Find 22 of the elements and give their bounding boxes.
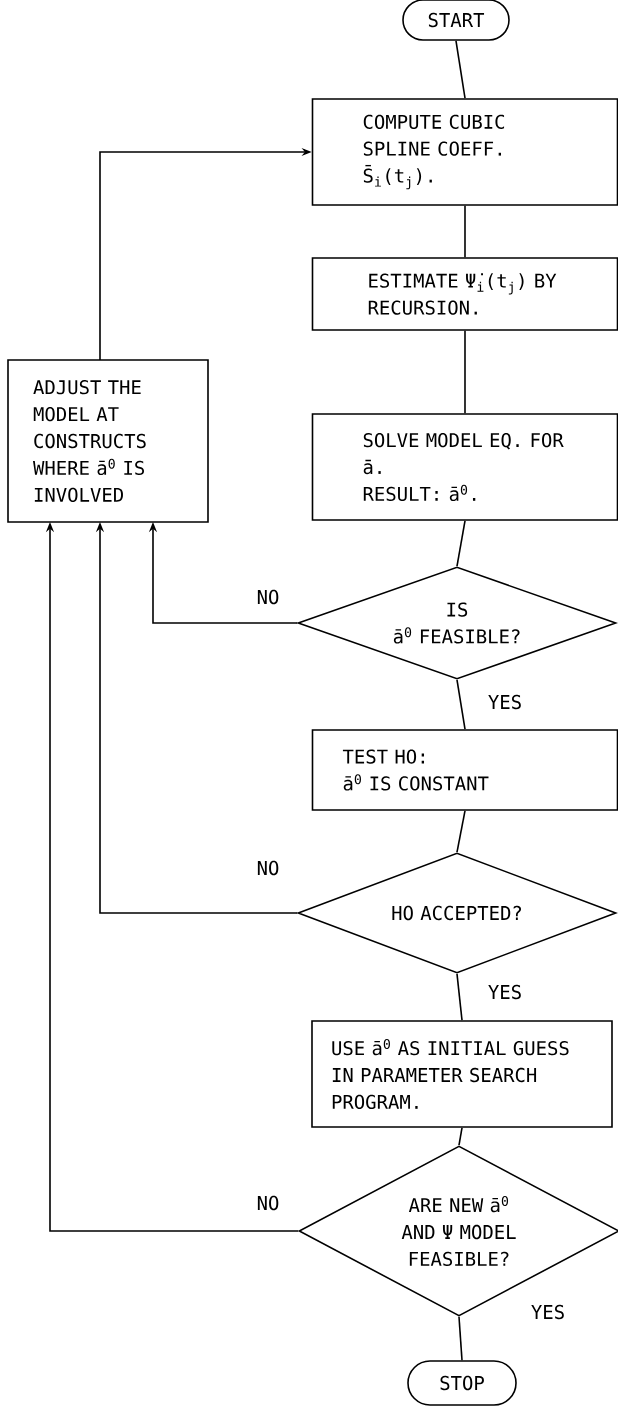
edge-label: YES (486, 983, 524, 1001)
connector-line (456, 973, 463, 1021)
process-box: ESTIMATE Ψ̇$_{i}$(t$_{j}$) BY RECURSION. (311, 257, 618, 331)
connector-line (464, 205, 466, 258)
process-box: USE ā$^{0}$ AS INITIAL GUESS IN PARAMETER SEARCH PROGRAM. (311, 1020, 613, 1128)
process-box: SOLVE MODEL EQ. FOR ā. RESULT: ā$^{0}$. (311, 413, 618, 521)
connector-line (455, 40, 466, 99)
connector-line (464, 330, 466, 414)
connector-line (456, 810, 466, 853)
start-terminal: START (402, 0, 510, 41)
process-box: TEST HO: ā$^{0}$ IS CONSTANT (311, 729, 618, 811)
stop-terminal: STOP (407, 1360, 517, 1406)
edge-label: YES (486, 693, 524, 711)
edge-label: NO (255, 1194, 281, 1212)
connector-line (456, 679, 466, 730)
connector-line (458, 1316, 463, 1361)
edge-label: NO (255, 588, 281, 606)
process-box: ADJUST THE MODEL AT CONSTRUCTS WHERE ā$^{0}$ IS INVOLVED (7, 359, 209, 523)
edge-label: NO (255, 859, 281, 877)
connector-line (456, 520, 466, 567)
process-box: COMPUTE CUBIC SPLINE COEFF. S̄$_{i}$(t$_{j}$). (311, 98, 618, 206)
connector-line (458, 1127, 463, 1146)
